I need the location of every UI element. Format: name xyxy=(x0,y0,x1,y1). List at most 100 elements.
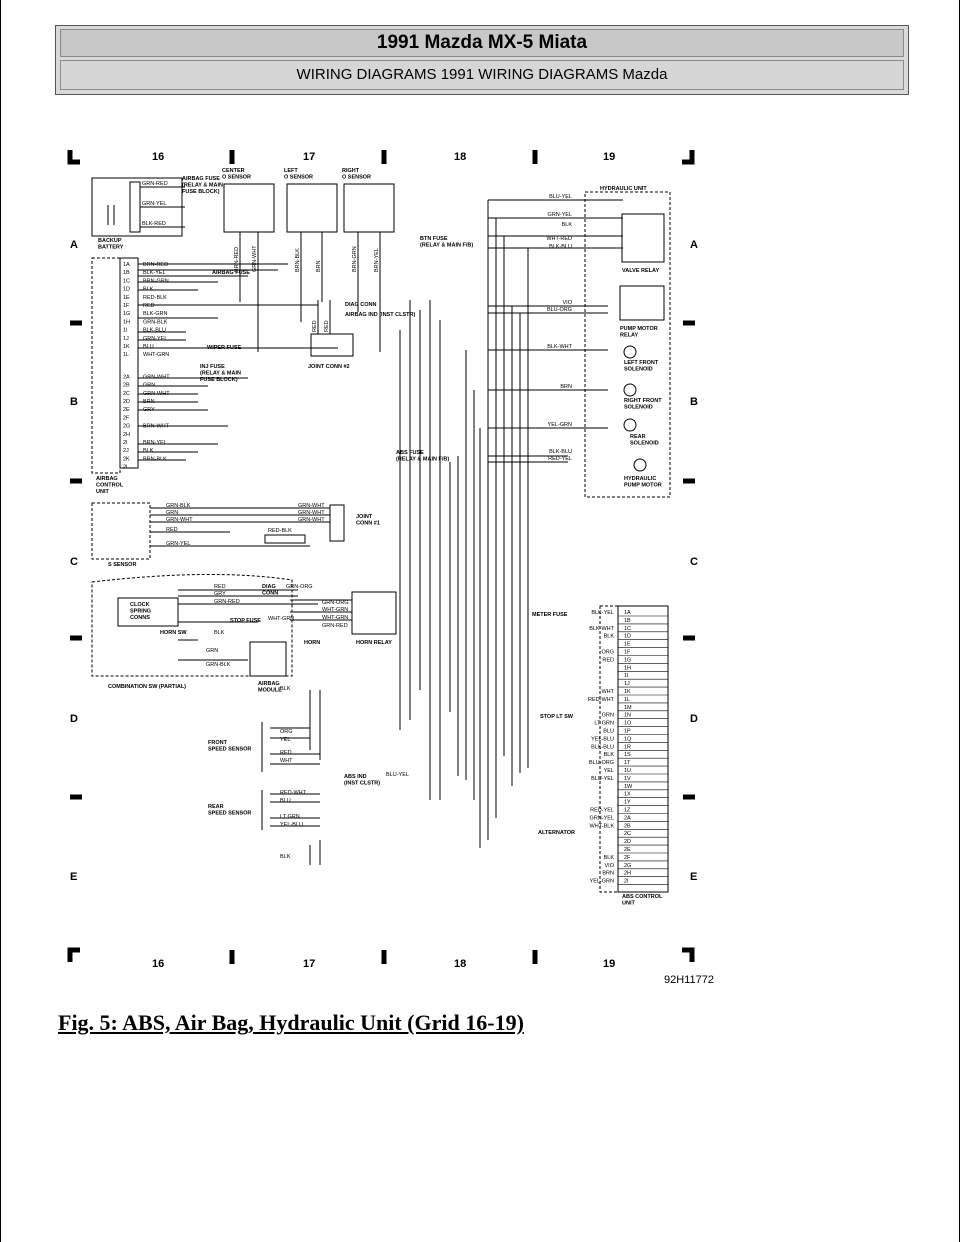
row-ticks-right xyxy=(683,320,695,800)
airbag-pin-number: 1I xyxy=(123,328,128,334)
col-ticks-bottom xyxy=(229,950,538,964)
diag-conn-label: DIAG CONN xyxy=(345,302,377,308)
wire-label: BLU-YEL xyxy=(386,772,409,778)
combination-sw-label: COMBINATION SW (PARTIAL) xyxy=(108,684,186,690)
meter-fuse-label: METER FUSE xyxy=(532,612,568,618)
hydraulic-wire-label: YEL-GRN xyxy=(548,422,572,428)
airbag-pin-wire: BLU xyxy=(143,344,154,350)
abs-pin-number: 1O xyxy=(624,721,632,727)
abs-pin-number: 2D xyxy=(624,839,631,845)
page-border-left xyxy=(0,0,1,1242)
abs-pin-number: 1S xyxy=(624,752,631,758)
abs-pin-number: 1T xyxy=(624,760,631,766)
wire-label: GRN-WHT xyxy=(166,517,193,523)
left-o2-sensor xyxy=(286,183,338,233)
abs-pin-number: 1V xyxy=(624,776,631,782)
airbag-pin-number: 1F xyxy=(123,303,130,309)
grid-row-b-left: B xyxy=(70,396,78,408)
airbag-pin-number: 2K xyxy=(123,456,130,462)
abs-pin-number: 1I xyxy=(624,673,629,679)
abs-pin-wire: WHT-BLK xyxy=(590,823,615,829)
wire-label: WHT-GRN xyxy=(322,607,348,613)
s-sensor-label: S SENSOR xyxy=(108,562,136,568)
wire-label: RED xyxy=(214,584,226,590)
abs-pin-wire: BLK xyxy=(604,634,615,640)
abs-pin-number: 1P xyxy=(624,729,631,735)
abs-pin-wire: BLU-ORG xyxy=(589,760,614,766)
stop-fuse-label: STOP FUSE xyxy=(230,618,261,624)
abs-pin-number: 1Z xyxy=(624,808,631,814)
hydraulic-wire-label: BLK-WHT xyxy=(547,344,572,350)
airbag-fuse-connector xyxy=(129,181,141,233)
wire-label: GRY xyxy=(214,591,226,597)
airbag-pin-number: 1J xyxy=(123,336,129,342)
abs-control-unit-outline xyxy=(599,605,669,893)
hydraulic-unit-outline xyxy=(584,191,671,498)
grid-row-d-left: D xyxy=(70,713,78,725)
horn-relay-label: HORN RELAY xyxy=(356,640,392,646)
hydraulic-wire-label: WHT-RED xyxy=(546,236,572,242)
grid-col-19-bottom: 19 xyxy=(603,958,615,970)
right-o2-sensor xyxy=(343,183,395,233)
wire-label: RED xyxy=(166,527,178,533)
joint-conn-2-label: JOINT CONN #2 xyxy=(308,364,350,370)
document-header: 1991 Mazda MX-5 Miata WIRING DIAGRAMS 19… xyxy=(55,25,909,95)
grid-col-17-top: 17 xyxy=(303,151,315,163)
abs-pin-number: 2E xyxy=(624,847,631,853)
wiper-fuse-label: WIPER FUSE xyxy=(207,345,242,351)
airbag-pin-number: 1H xyxy=(123,319,130,325)
o2-wire-label: BRN-BLK xyxy=(295,248,301,272)
wire-label: GRN-WHT xyxy=(298,517,325,523)
airbag-pin-wire: BRN-RED xyxy=(143,262,168,268)
airbag-pin-wire: BRN-BLK xyxy=(143,456,167,462)
airbag-pin-number: 2D xyxy=(123,399,130,405)
airbag-unit-connector xyxy=(119,257,139,469)
corner-mark-bl xyxy=(67,947,80,962)
abs-pin-number: 1H xyxy=(624,665,631,671)
wire-label: BLK xyxy=(214,630,225,636)
grid-col-16-top: 16 xyxy=(152,151,164,163)
airbag-ind-label: AIRBAG IND (INST CLSTR) xyxy=(345,312,415,318)
hydraulic-wire-label: BLU-ORG xyxy=(547,307,572,313)
grid-col-18-top: 18 xyxy=(454,151,466,163)
airbag-pin-wire: BRN-GRN xyxy=(143,278,169,284)
hydraulic-wire-label: BLK-BLU xyxy=(549,449,572,455)
airbag-pin-wire: GRN-WHT xyxy=(143,374,170,380)
wire-label: GRN-YEL xyxy=(166,541,190,547)
grid-row-e-left: E xyxy=(70,871,77,883)
wire-label: GRN-RED xyxy=(214,599,240,605)
wire-label: GRN-BLK xyxy=(166,503,191,509)
abs-pin-number: 1B xyxy=(624,618,631,624)
abs-pin-number: 2F xyxy=(624,855,631,861)
wire-label: GRN-ORG xyxy=(286,584,313,590)
airbag-fuse-wires xyxy=(140,186,185,228)
airbag-pin-wire: BRN-WHT xyxy=(143,424,170,430)
grid-row-b-right: B xyxy=(690,396,698,408)
airbag-pin-number: 2H xyxy=(123,432,130,438)
figure-code: 92H11772 xyxy=(664,974,714,986)
hydraulic-wire-label: GRN-YEL xyxy=(548,212,572,218)
airbag-pin-wire: RED-BLK xyxy=(143,295,167,301)
airbag-pin-number: 2E xyxy=(123,407,130,413)
valve-relay-label: VALVE RELAY xyxy=(622,268,660,274)
alternator-label: ALTERNATOR xyxy=(538,830,575,836)
grid-row-e-right: E xyxy=(690,871,697,883)
airbag-pin-number: 1L xyxy=(123,352,129,358)
wire-label: ORG xyxy=(280,729,293,735)
airbag-pin-number: 2I xyxy=(123,440,128,446)
airbag-pin-wire: BLK-GRN xyxy=(143,311,167,317)
hydraulic-wire-label: BLU-YEL xyxy=(549,194,572,200)
col-ticks-top xyxy=(229,150,538,164)
hydraulic-wire-label: BRN xyxy=(560,384,572,390)
wire-label: GRN-RED xyxy=(142,181,168,187)
corner-mark-tl xyxy=(67,150,80,165)
abs-pin-number: 2I xyxy=(624,879,629,885)
corner-mark-br xyxy=(682,947,695,962)
center-o2-sensor xyxy=(223,183,275,233)
